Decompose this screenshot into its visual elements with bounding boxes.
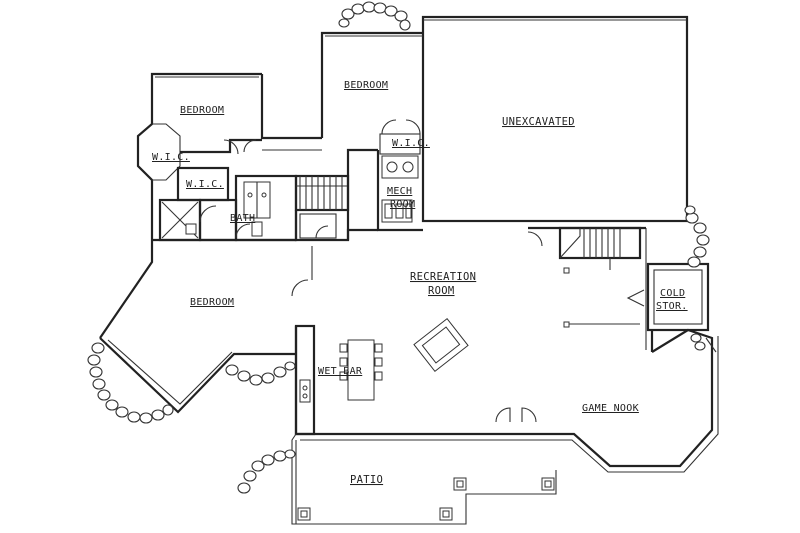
landscape-rock [690, 333, 702, 343]
landscape-rock [693, 222, 707, 234]
landscape-rock [284, 361, 296, 371]
landscape-rock [284, 449, 296, 459]
landscape-rock [92, 378, 106, 390]
landscape-rock [249, 374, 263, 386]
landscape-rock [394, 10, 408, 22]
label-wic-west: W.I.C. [152, 152, 190, 163]
label-bedroom-southwest: BEDROOM [190, 297, 234, 308]
label-cold-line2: STOR. [656, 301, 688, 312]
label-patio: PATIO [350, 474, 383, 486]
cold-storage [626, 262, 710, 332]
landscape-rock [373, 2, 387, 14]
landscape-rock [237, 482, 251, 494]
landscape-rock [273, 366, 287, 378]
landscape-rock [151, 409, 165, 421]
label-wic-center: W.I.C. [186, 179, 224, 190]
label-wet-bar: WET BAR [318, 366, 363, 377]
landscape-rock [694, 341, 706, 351]
label-mech-line1: MECH [387, 186, 412, 197]
landscape-rock [687, 256, 701, 268]
landscape-rock [105, 399, 119, 411]
bedroom-southwest-walls [99, 238, 313, 414]
landscape-rock [261, 454, 275, 466]
label-game-nook: GAME NOOK [582, 403, 639, 414]
label-wic-east: W.I.C. [392, 138, 430, 149]
landscape-rock [362, 1, 376, 13]
landscape-rock [351, 3, 365, 15]
landscape-rock [162, 404, 174, 416]
landscape-rock [243, 470, 257, 482]
wet-bar-fixtures [294, 324, 383, 436]
label-bath: BATH [230, 213, 255, 224]
landscape-rock [696, 234, 710, 246]
landscape-rock [273, 450, 287, 462]
label-recreation-line2: ROOM [428, 285, 455, 297]
label-bedroom-northwest: BEDROOM [180, 105, 224, 116]
unexcavated-area [421, 15, 689, 223]
patio [291, 433, 557, 525]
landscape-rock [127, 411, 141, 423]
landscape-rock [251, 460, 265, 472]
landscape-edge-line [705, 337, 717, 353]
landscape-rock [693, 246, 707, 258]
sofa-table [413, 317, 469, 373]
landscape-rock [338, 18, 350, 28]
stairs-left [262, 148, 378, 242]
landscape-rock [115, 406, 129, 418]
label-bedroom-north: BEDROOM [344, 80, 388, 91]
label-cold-line1: COLD [660, 288, 685, 299]
landscape-rock [399, 19, 411, 31]
wic-bath-core [158, 166, 298, 242]
landscape-rock [225, 364, 239, 376]
recreation-room-walls [294, 226, 719, 473]
landscape-rock [685, 212, 699, 224]
landscape-rock [91, 342, 105, 354]
landscape-rock [261, 372, 275, 384]
label-mech-line2: ROOM [390, 199, 415, 210]
landscape-rocks [87, 1, 717, 494]
landscape-rock [684, 205, 696, 215]
landscape-rock [97, 389, 111, 401]
landscape-rock [89, 366, 103, 378]
label-recreation-line1: RECREATION [410, 271, 476, 283]
landscape-rock [341, 8, 355, 20]
landscape-rock [87, 354, 101, 366]
landscape-rock [139, 412, 153, 424]
landscape-rock [237, 370, 251, 382]
bedroom-northwest-walls [99, 72, 262, 339]
label-unexcavated: UNEXCAVATED [502, 116, 575, 128]
mech-room [376, 119, 423, 232]
bedroom-north-walls [260, 31, 423, 140]
landscape-rock [384, 5, 398, 17]
